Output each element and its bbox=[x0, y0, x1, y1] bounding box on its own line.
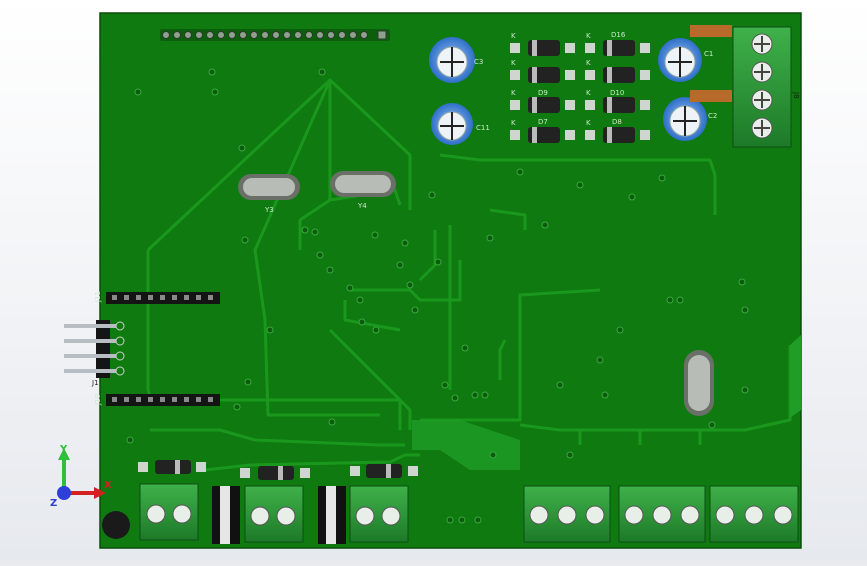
label-y4: Y4 bbox=[357, 202, 367, 210]
diode-row-1: K K D16 bbox=[510, 31, 650, 56]
svg-text:K: K bbox=[511, 89, 516, 97]
label-d10: D10 bbox=[610, 89, 624, 97]
inductor-coils bbox=[690, 25, 732, 102]
label-j1: J1 bbox=[91, 379, 99, 387]
copper-pour-right bbox=[790, 335, 801, 418]
copper-traces bbox=[146, 78, 792, 472]
svg-text:K: K bbox=[511, 59, 516, 67]
capacitor-c3[interactable]: C3 bbox=[429, 37, 483, 83]
label-c2: C2 bbox=[708, 112, 717, 120]
crystal-y4[interactable]: Y4 bbox=[330, 171, 396, 210]
capacitor-c1[interactable]: C1 bbox=[658, 38, 713, 82]
header-j11[interactable]: J11 bbox=[94, 291, 220, 304]
terminal-blocks-bottom-left[interactable] bbox=[139, 483, 409, 544]
label-j8: J8 bbox=[792, 91, 800, 99]
transistor-to92[interactable] bbox=[102, 511, 130, 539]
diode-row-4: K D7 K D8 bbox=[510, 118, 650, 143]
label-d16: D16 bbox=[611, 31, 626, 39]
capacitor-c11[interactable]: C11 bbox=[431, 103, 490, 145]
pin-header-j1[interactable]: J1 bbox=[64, 320, 125, 387]
label-j11: J11 bbox=[94, 291, 102, 303]
axis-z-label: Z bbox=[50, 498, 57, 509]
axis-triad[interactable]: Y X Z bbox=[48, 440, 118, 510]
svg-text:K: K bbox=[586, 32, 591, 40]
axis-x-label: X bbox=[104, 480, 112, 491]
header-pins-top[interactable] bbox=[160, 29, 390, 41]
label-c3: C3 bbox=[474, 58, 483, 66]
axis-y-label: Y bbox=[59, 444, 68, 455]
svg-text:K: K bbox=[511, 32, 516, 40]
diode-row-3: K D9 K D10 bbox=[510, 89, 650, 113]
label-d9: D9 bbox=[538, 89, 548, 97]
label-d8: D8 bbox=[612, 118, 622, 126]
crystal-right[interactable] bbox=[684, 350, 714, 416]
header-j10[interactable]: J10 bbox=[94, 394, 220, 406]
svg-text:K: K bbox=[586, 119, 591, 127]
svg-text:K: K bbox=[586, 59, 591, 67]
diode-row-2: K K bbox=[510, 59, 650, 83]
bottom-diodes[interactable] bbox=[138, 460, 418, 480]
terminal-blocks-bottom-right[interactable] bbox=[523, 485, 799, 543]
label-y3: Y3 bbox=[264, 206, 274, 214]
capacitor-c2[interactable]: C2 bbox=[663, 97, 717, 141]
label-d7: D7 bbox=[538, 118, 548, 126]
vias bbox=[126, 68, 749, 524]
terminal-block-j8[interactable]: J8 bbox=[732, 26, 800, 148]
crystal-y3[interactable]: Y3 bbox=[238, 174, 300, 214]
label-c1: C1 bbox=[704, 50, 713, 58]
label-j10: J10 bbox=[94, 394, 102, 406]
svg-text:K: K bbox=[586, 89, 591, 97]
label-c11: C11 bbox=[476, 124, 490, 132]
svg-text:K: K bbox=[511, 119, 516, 127]
diode-array[interactable]: K K D16 K K K D9 K D10 K D7 K D8 bbox=[510, 31, 650, 143]
